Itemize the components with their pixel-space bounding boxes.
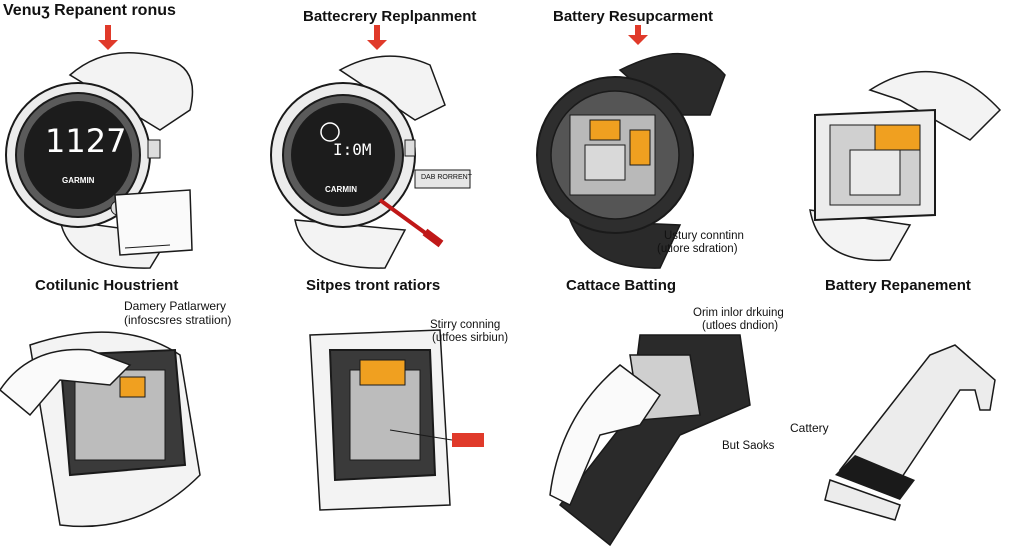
panel-6-illustration: Stirry conning (utfoes sirbiun) (270, 295, 520, 559)
panel-1-title: Venuʒ Repanent ronus (3, 2, 176, 19)
panel-2-illustration: I:0M CARMIN DAB RORRENT (255, 20, 495, 270)
panel-1-illustration: 1127 GARMIN (0, 20, 250, 270)
panel-6-caption-line-2: (utfoes sirbiun) (432, 332, 509, 344)
panel-3-caption-line-1: Ustury conntinn (664, 230, 744, 242)
panel-5-illustration: Damery Patlarwery (infoscsres stratiion) (0, 295, 250, 559)
panel-8-note: Cattery (790, 421, 829, 435)
panel-3-title: Battery Resupcarment (553, 8, 714, 25)
panel-3-caption-line-2: (utiore sdration) (657, 243, 738, 255)
panel-2-title: Battecrery Replpanment (303, 8, 477, 25)
watch-1-time: 1127 (45, 122, 127, 160)
panel-8-title: Battery Repanement (825, 277, 971, 294)
panel-5-caption-line-2: (infoscsres stratiion) (124, 313, 232, 327)
panel-3-illustration: Ustury conntinn (utiore sdration) (510, 20, 770, 270)
watch-2-tag: DAB RORRENT (421, 174, 472, 181)
panel-5-title: Cotilunic Houstrient (35, 277, 179, 294)
panel-5-caption-line-1: Damery Patlarwery (124, 299, 227, 313)
down-arrow-icon (367, 25, 387, 50)
down-arrow-icon (98, 25, 118, 50)
panel-7-illustration: Orim inlor drkuing (utloes dndion) But S… (540, 295, 784, 559)
panel-8-illustration: Cattery (780, 330, 1024, 559)
panel-4-illustration (790, 50, 1020, 270)
panel-7-title: Cattace Batting (566, 277, 677, 294)
panel-7-note: But Saoks (722, 440, 775, 452)
watch-2-time: I:0M (333, 140, 372, 159)
watch-2-brand: CARMIN (325, 185, 357, 194)
panel-7-caption-line-1: Orim inlor drkuing (693, 307, 784, 319)
down-arrow-icon (628, 25, 648, 45)
panel-7-caption-line-2: (utloes dndion) (702, 320, 779, 332)
panel-6-title: Sitpes tront ratiors (306, 277, 441, 294)
watch-1-brand: GARMIN (62, 176, 95, 185)
panel-6-caption-line-1: Stirry conning (430, 319, 501, 331)
